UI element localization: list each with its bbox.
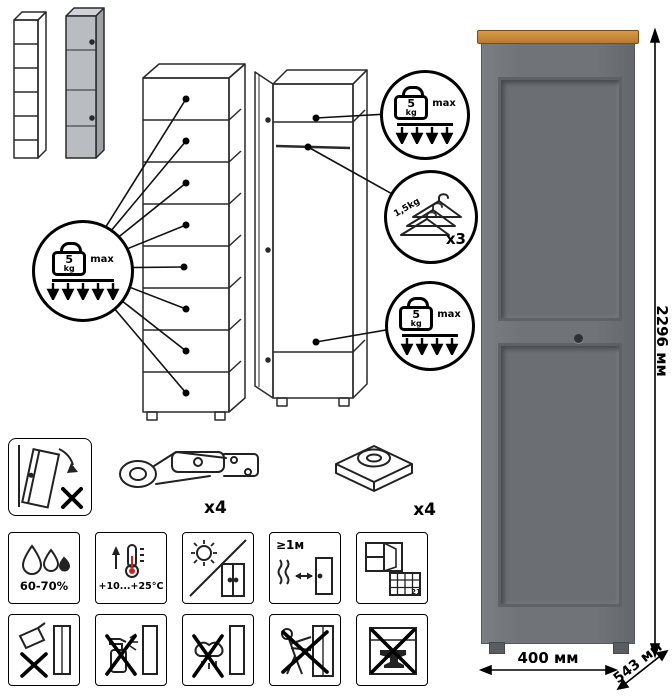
no-anvil-icon — [369, 627, 417, 675]
load-unit: kg — [405, 107, 417, 117]
tipping-cabinet-icon — [18, 445, 83, 509]
shelf-line — [397, 123, 453, 126]
load-unit: kg — [410, 318, 422, 328]
no-heavy-objects-warning — [356, 614, 428, 686]
hangers-icon — [400, 193, 462, 236]
load-value: 5 — [65, 252, 74, 266]
no-wet-cleaning-warning — [182, 614, 254, 686]
sun-cabinet-icon — [189, 539, 247, 597]
hinge-icon — [119, 451, 259, 488]
wardrobe-top-board — [477, 30, 639, 44]
load-max-label: max — [432, 98, 456, 109]
wardrobe-body — [481, 42, 635, 644]
no-leaning-warning — [269, 614, 341, 686]
shelf-line — [402, 334, 458, 337]
avoid-sunlight-condition — [182, 532, 254, 604]
no-pushing-person-icon — [281, 625, 334, 677]
temperature-condition: +10...+25°C — [95, 532, 167, 604]
no-chemicals-warning — [95, 614, 167, 686]
load-max-label: max — [437, 309, 461, 320]
window-calendar-icon: 21 — [365, 542, 421, 596]
weight-handle — [407, 297, 430, 313]
hanger-rod-load-callout: 1,5kg x3 — [384, 170, 478, 264]
heat-distance-condition: ≥1м — [269, 532, 341, 604]
width-dimension-label: 400 мм — [517, 649, 579, 667]
anti-tip-warning — [8, 438, 92, 516]
heater-distance-icon — [277, 557, 333, 595]
mounting-bracket-icon — [335, 445, 413, 492]
load-arrows-icon — [400, 338, 459, 355]
mount-hardware: x4 — [322, 434, 442, 520]
top-shelf-load-callout: 5 kg max — [380, 70, 470, 160]
wardrobe-foot-left — [489, 642, 505, 654]
hinge-hardware: x4 — [112, 432, 284, 518]
weight-handle — [60, 242, 83, 258]
load-arrows-icon — [46, 283, 120, 300]
no-wet-cloth-icon — [192, 625, 245, 678]
mount-count-label: x4 — [413, 500, 436, 520]
load-value: 5 — [412, 307, 421, 321]
weight-handle — [402, 86, 425, 102]
weight-icon: 5 kg max — [52, 242, 114, 276]
thermometer-icon — [112, 544, 144, 578]
wardrobe-foot-right — [613, 642, 629, 654]
shelf-line — [52, 279, 114, 282]
water-drops-icon — [21, 544, 70, 575]
no-sharp-tools-warning — [8, 614, 80, 686]
calendar-day-label: 21 — [411, 588, 421, 596]
hinge-count-label: x4 — [204, 498, 227, 518]
bottom-shelf-load-callout: 5 kg max — [385, 281, 475, 371]
ventilation-condition: 21 — [356, 532, 428, 604]
weight-icon: 5 kg max — [399, 297, 461, 331]
load-arrows-icon — [395, 127, 454, 144]
no-spray-icon — [105, 625, 158, 676]
load-unit: kg — [63, 263, 75, 273]
no-scraper-icon — [18, 622, 71, 678]
temperature-label: +10...+25°C — [98, 581, 164, 592]
shelf-load-callout: 5 kg max — [32, 220, 134, 322]
distance-label: ≥1м — [276, 538, 305, 552]
weight-icon: 5 kg max — [394, 86, 456, 120]
door-knob — [574, 334, 583, 343]
rod-count-label: x3 — [445, 230, 466, 248]
height-dimension-label: 2296 мм — [653, 305, 671, 377]
door-panel-bottom — [498, 343, 622, 607]
humidity-label: 60-70% — [19, 579, 69, 593]
door-panel-top — [498, 77, 622, 321]
humidity-condition: 60-70% — [8, 532, 80, 604]
load-max-label: max — [90, 254, 114, 265]
load-value: 5 — [407, 96, 416, 110]
